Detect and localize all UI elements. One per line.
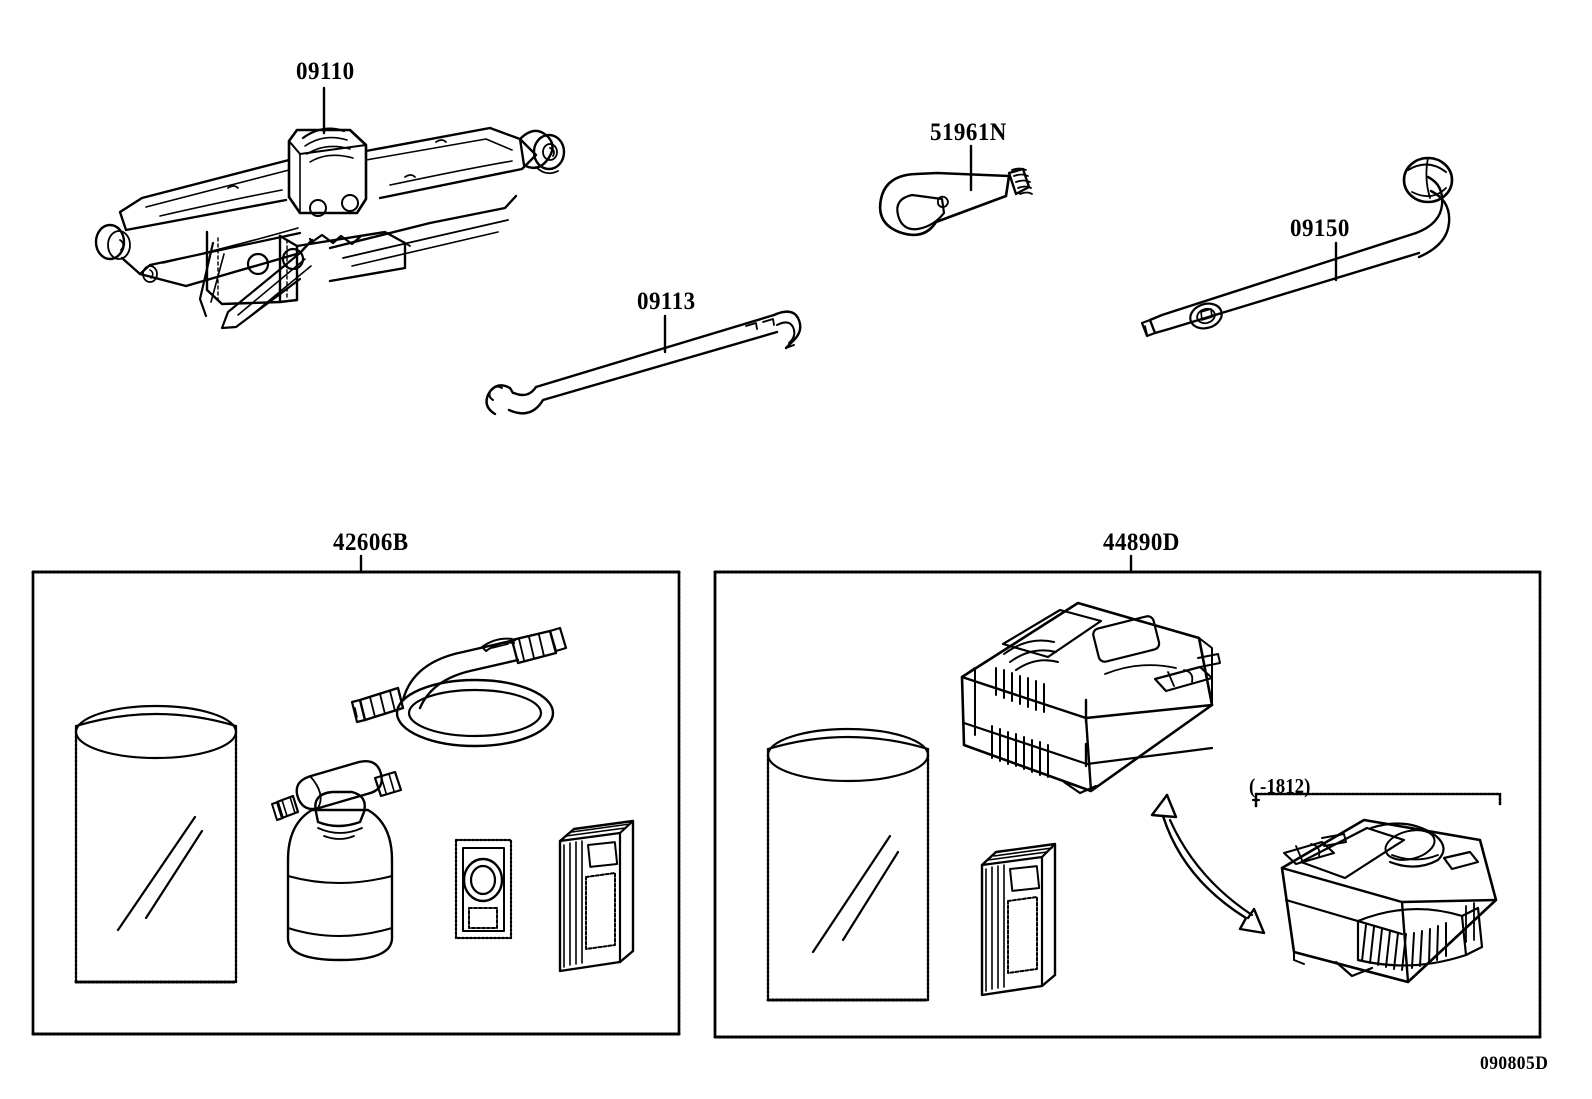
sealant-kit-panel-frame <box>31 554 681 1036</box>
jack-handle-hook-bar-drawing <box>485 310 802 416</box>
callout-label-towing-eye-bolt: 51961N <box>930 119 1007 146</box>
storage-bag-drawing-right <box>766 727 930 1002</box>
towing-eye-bolt-drawing <box>878 144 1033 237</box>
sealant-bottle-drawing <box>271 760 403 962</box>
compressor-kit-panel-frame <box>713 554 1542 1039</box>
air-compressor-unit-drawing <box>960 601 1221 795</box>
panel-label-compressor-kit: 44890D <box>1103 529 1180 556</box>
jack-assembly-drawing <box>94 86 566 330</box>
panel-label-sealant-kit: 42606B <box>333 529 409 556</box>
speed-limit-caution-label-drawing <box>454 838 513 940</box>
instruction-manual-drawing-right <box>980 842 1057 997</box>
drawing-sheet-code: 090805D <box>1480 1053 1549 1074</box>
air-hose-drawing <box>350 626 568 748</box>
instruction-manual-drawing-left <box>558 819 635 973</box>
variant-date-range-note: ( -1812) <box>1249 774 1311 798</box>
wheel-nut-wrench-drawing <box>1140 156 1454 338</box>
callout-label-wheel-wrench: 09150 <box>1290 215 1350 242</box>
callout-label-jack: 09110 <box>296 58 355 85</box>
callout-label-hook-bar: 09113 <box>637 288 696 315</box>
storage-bag-drawing-left <box>74 704 238 984</box>
variant-arrow-drawing <box>1150 793 1266 935</box>
variant-date-bracket <box>1251 792 1502 808</box>
alternate-compressor-unit-drawing <box>1280 818 1498 984</box>
